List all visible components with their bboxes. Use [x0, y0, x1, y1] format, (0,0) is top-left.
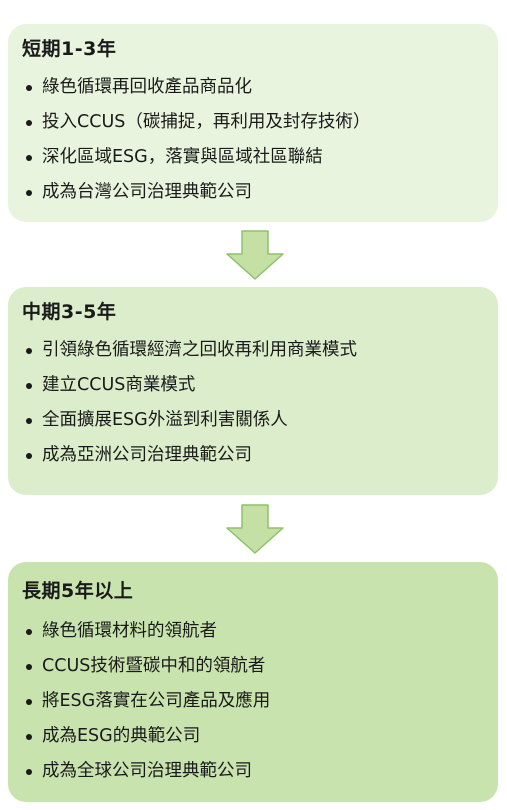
bullet-icon — [26, 629, 32, 635]
list-item-text: 投入CCUS（碳捕捉，再利用及封存技術） — [42, 112, 371, 132]
bullet-icon — [26, 155, 32, 161]
bullet-icon — [26, 699, 32, 705]
list-item-text: 建立CCUS商業模式 — [42, 375, 196, 395]
stage-title: 短期1-3年 — [22, 38, 117, 60]
bullet-icon — [26, 734, 32, 740]
bullet-icon — [26, 453, 32, 459]
stage-long-term-box: 長期5年以上 綠色循環材料的領航者 CCUS技術暨碳中和的領航者 將ESG落實在… — [8, 562, 498, 802]
list-item: 深化區域ESG，落實與區域社區聯結 — [22, 140, 484, 175]
list-item-text: 將ESG落實在公司產品及應用 — [42, 691, 271, 711]
list-item: 建立CCUS商業模式 — [22, 368, 484, 403]
bullet-icon — [26, 190, 32, 196]
list-item: 將ESG落實在公司產品及應用 — [22, 684, 484, 719]
list-item: 成為全球公司治理典範公司 — [22, 754, 484, 789]
stage-item-list: 綠色循環材料的領航者 CCUS技術暨碳中和的領航者 將ESG落實在公司產品及應用… — [22, 614, 484, 789]
bullet-icon — [26, 348, 32, 354]
list-item: 綠色循環再回收產品商品化 — [22, 70, 484, 105]
list-item: 成為亞洲公司治理典範公司 — [22, 438, 484, 473]
list-item: 成為ESG的典範公司 — [22, 719, 484, 754]
bullet-icon — [26, 769, 32, 775]
bullet-icon — [26, 383, 32, 389]
arrow-shape — [226, 230, 284, 280]
stage-short-term-box: 短期1-3年 綠色循環再回收產品商品化 投入CCUS（碳捕捉，再利用及封存技術）… — [8, 24, 498, 222]
list-item: CCUS技術暨碳中和的領航者 — [22, 649, 484, 684]
list-item: 投入CCUS（碳捕捉，再利用及封存技術） — [22, 105, 484, 140]
list-item-text: CCUS技術暨碳中和的領航者 — [42, 656, 266, 676]
arrow-shape — [226, 504, 284, 554]
list-item: 成為台灣公司治理典範公司 — [22, 175, 484, 210]
list-item: 引領綠色循環經濟之回收再利用商業模式 — [22, 333, 484, 368]
stage-item-list: 綠色循環再回收產品商品化 投入CCUS（碳捕捉，再利用及封存技術） 深化區域ES… — [22, 70, 484, 210]
bullet-icon — [26, 120, 32, 126]
list-item-text: 深化區域ESG，落實與區域社區聯結 — [42, 147, 323, 167]
list-item: 全面擴展ESG外溢到利害關係人 — [22, 403, 484, 438]
stage-item-list: 引領綠色循環經濟之回收再利用商業模式 建立CCUS商業模式 全面擴展ESG外溢到… — [22, 333, 484, 473]
list-item-text: 成為台灣公司治理典範公司 — [42, 182, 252, 202]
list-item-text: 引領綠色循環經濟之回收再利用商業模式 — [42, 340, 357, 360]
list-item-text: 成為ESG的典範公司 — [42, 726, 201, 746]
down-arrow-icon — [226, 504, 284, 554]
stage-mid-term-box: 中期3-5年 引領綠色循環經濟之回收再利用商業模式 建立CCUS商業模式 全面擴… — [8, 287, 498, 495]
bullet-icon — [26, 418, 32, 424]
bullet-icon — [26, 664, 32, 670]
list-item: 綠色循環材料的領航者 — [22, 614, 484, 649]
stage-title: 中期3-5年 — [22, 301, 117, 323]
list-item-text: 綠色循環材料的領航者 — [42, 621, 217, 641]
down-arrow-icon — [226, 230, 284, 280]
list-item-text: 成為亞洲公司治理典範公司 — [42, 445, 252, 465]
list-item-text: 全面擴展ESG外溢到利害關係人 — [42, 410, 288, 430]
bullet-icon — [26, 85, 32, 91]
list-item-text: 成為全球公司治理典範公司 — [42, 761, 252, 781]
list-item-text: 綠色循環再回收產品商品化 — [42, 77, 252, 97]
stage-title: 長期5年以上 — [22, 580, 134, 602]
